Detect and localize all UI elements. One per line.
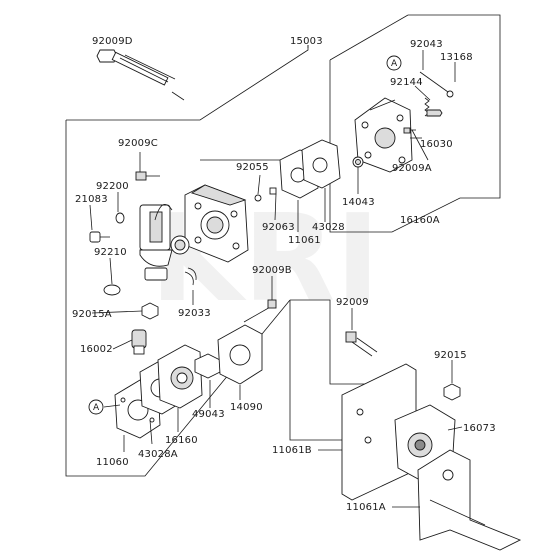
- clip-92210: [103, 284, 121, 296]
- label-11061: 11061: [288, 235, 321, 246]
- label-92063: 92063: [262, 222, 295, 233]
- label-92009D: 92009D: [92, 36, 133, 47]
- nut-92015A: [141, 302, 159, 320]
- lever-13168: [419, 71, 454, 98]
- carburetor-assembly: [139, 203, 197, 281]
- label-92009: 92009: [336, 297, 369, 308]
- svg-text:A: A: [93, 403, 100, 413]
- label-14090: 14090: [230, 402, 263, 413]
- screw-92009C: [135, 171, 160, 181]
- label-92009A: 92009A: [392, 163, 432, 174]
- fitting-16002: [131, 329, 147, 355]
- carb-body: [184, 184, 249, 263]
- label-43028A: 43028A: [138, 449, 178, 460]
- label-43028: 43028: [312, 222, 345, 233]
- ref-circle-a-top: A: [386, 55, 402, 71]
- upper-right-frame-left: [329, 14, 409, 61]
- label-92033: 92033: [178, 308, 211, 319]
- label-21083: 21083: [75, 194, 108, 205]
- leader-lines: [89, 45, 463, 508]
- svg-text:A: A: [391, 59, 398, 69]
- label-92043: 92043: [410, 39, 443, 50]
- screw-92009: [345, 331, 378, 357]
- label-16030: 16030: [420, 139, 453, 150]
- label-11061B: 11061B: [272, 445, 312, 456]
- needle-16030: [426, 109, 443, 117]
- label-92015: 92015: [434, 350, 467, 361]
- label-16160A: 16160A: [400, 215, 440, 226]
- washer-92055: [254, 194, 262, 202]
- label-13168: 13168: [440, 52, 473, 63]
- main-frame-outline: [65, 120, 291, 477]
- screw-21083: [89, 231, 110, 243]
- clip-92033: [184, 271, 194, 286]
- label-11061A: 11061A: [346, 502, 386, 513]
- pump-body-16160: [157, 344, 203, 409]
- leader-bolt: [171, 91, 185, 101]
- label-16002: 16002: [80, 344, 113, 355]
- label-92055: 92055: [236, 162, 269, 173]
- screw-92063: [269, 187, 277, 195]
- label-92210: 92210: [94, 247, 127, 258]
- pump-cover: [354, 97, 413, 173]
- label-92144: 92144: [390, 77, 423, 88]
- label-92009B: 92009B: [252, 265, 292, 276]
- cover-14090: [217, 324, 263, 385]
- label-49043: 49043: [192, 409, 225, 420]
- ref-circle-a-bottom: A: [88, 399, 104, 415]
- label-92009C: 92009C: [118, 138, 158, 149]
- label-92015A: 92015A: [72, 309, 112, 320]
- screw-92009A: [403, 127, 416, 134]
- label-14043: 14043: [342, 197, 375, 208]
- ring-14043: [352, 156, 364, 168]
- washer-92200: [115, 212, 125, 224]
- label-15003: 15003: [290, 36, 323, 47]
- diaphragm-43028: [301, 139, 341, 189]
- label-11060: 11060: [96, 457, 129, 468]
- label-16073: 16073: [463, 423, 496, 434]
- label-16160: 16160: [165, 435, 198, 446]
- bracket-11061A: [417, 449, 522, 551]
- nut-92015: [443, 383, 461, 401]
- label-92200: 92200: [96, 181, 129, 192]
- long-bolt-92009D: [96, 49, 176, 86]
